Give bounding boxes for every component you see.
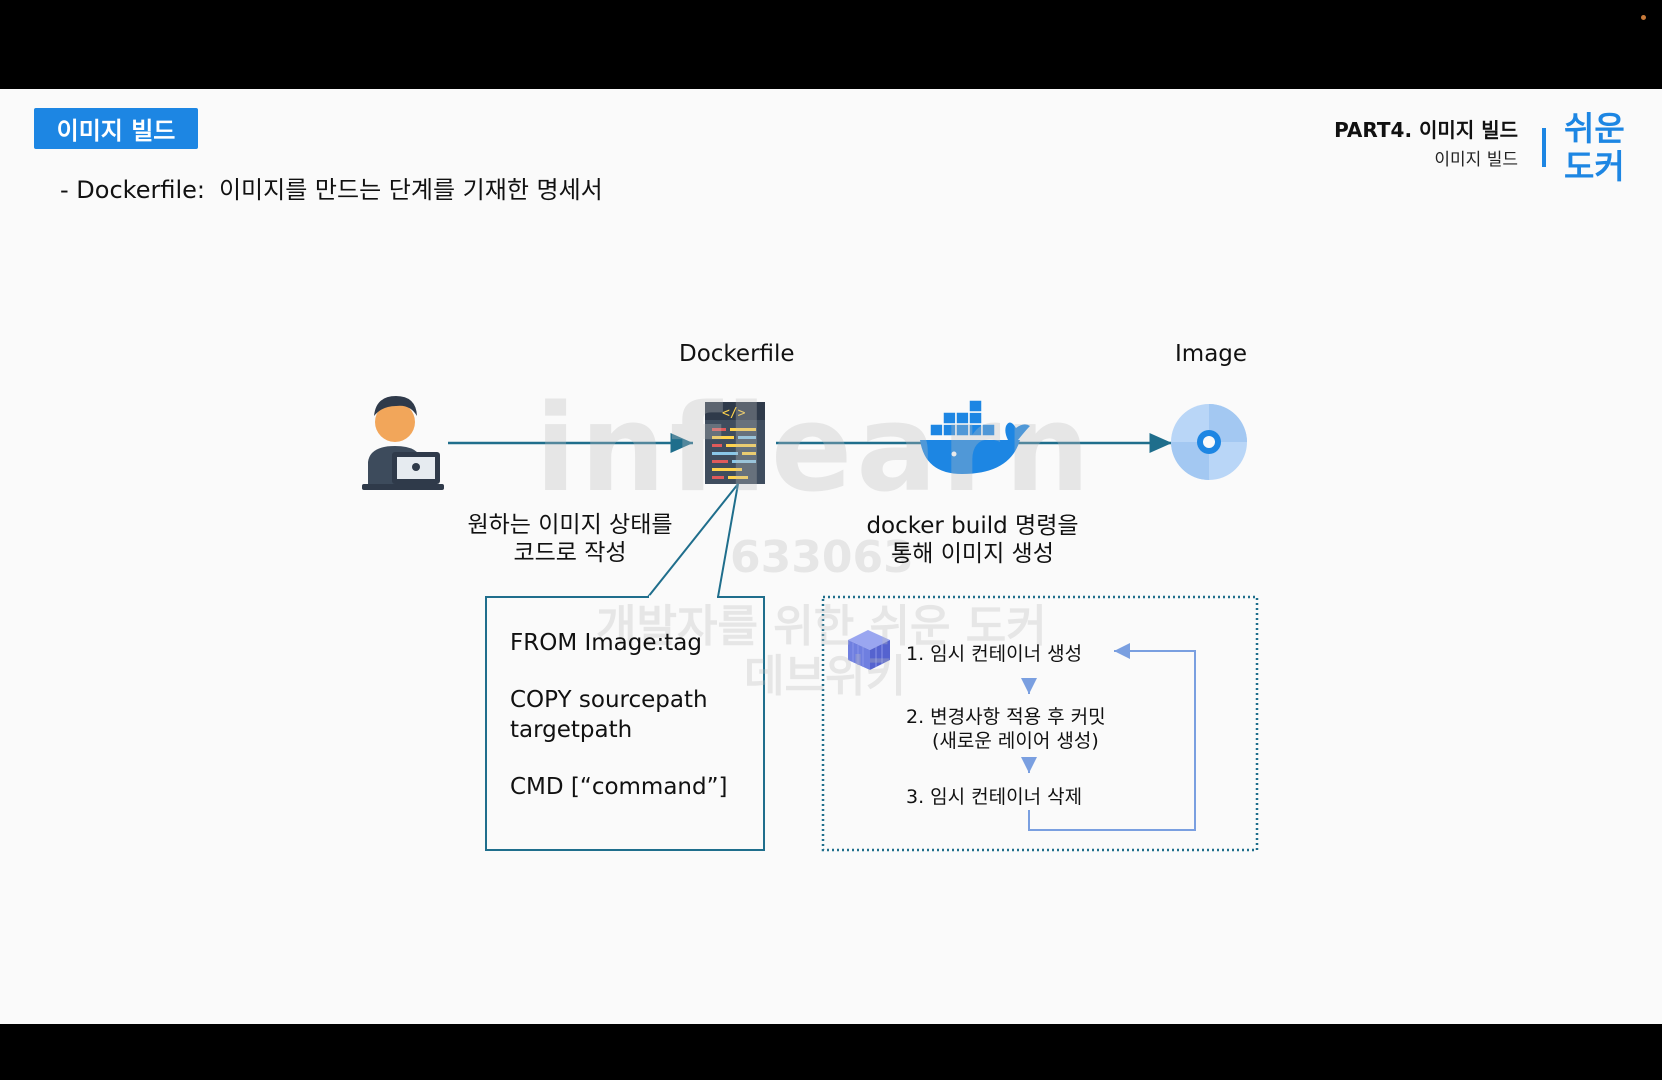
section-badge: 이미지 빌드	[34, 108, 198, 149]
code-from: FROM Image:tag	[510, 630, 702, 656]
top-letterbox	[0, 0, 1662, 89]
part-subtitle: 이미지 빌드	[1434, 150, 1518, 170]
slide-canvas	[0, 89, 1662, 1024]
svg-text:</>: </>	[722, 406, 746, 421]
loop-arrow	[1028, 643, 1196, 831]
recording-indicator	[1641, 15, 1646, 20]
subtitle-key: - Dockerfile:	[60, 176, 205, 204]
image-label: Image	[1175, 341, 1248, 367]
code-copy-2: targetpath	[510, 717, 633, 743]
dockerfile-code: FROM Image:tag COPY sourcepath targetpat…	[510, 628, 728, 802]
code-copy-1: COPY sourcepath	[510, 687, 708, 713]
logo-line1: 쉬운	[1564, 109, 1625, 148]
step-new-layer-note: (새로운 레이어 생성)	[932, 730, 1099, 752]
caption-docker-build: docker build 명령을 통해 이미지 생성	[850, 512, 1095, 568]
build-process-box	[821, 595, 1259, 852]
step-delete-temp-container: 3. 임시 컨테이너 삭제	[906, 786, 1083, 808]
dockerfile-icon: </>	[705, 402, 765, 484]
step-apply-and-commit: 2. 변경사항 적용 후 커밋	[906, 706, 1106, 728]
caption-left-line2: 코드로 작성	[513, 540, 627, 566]
callout-pointer	[647, 483, 739, 598]
step-create-temp-container: 1. 임시 컨테이너 생성	[906, 643, 1083, 665]
bottom-letterbox	[0, 1024, 1662, 1080]
header-divider	[1542, 128, 1546, 167]
part-title: PART4. 이미지 빌드	[1334, 118, 1518, 142]
docker-whale-icon	[920, 399, 1030, 474]
slide-subtitle: - Dockerfile: 이미지를 만드는 단계를 기재한 명세서	[60, 170, 603, 205]
caption-mid-line2: 통해 이미지 생성	[891, 541, 1054, 567]
container-icon	[848, 630, 890, 670]
caption-left-line1: 원하는 이미지 상태를	[467, 512, 673, 538]
dockerfile-label: Dockerfile	[679, 341, 795, 367]
caption-mid-line1: docker build 명령을	[866, 513, 1079, 539]
logo-line2: 도커	[1564, 147, 1625, 186]
developer-icon	[362, 396, 444, 490]
code-cmd: CMD [“command”]	[510, 774, 728, 800]
subtitle-description: 이미지를 만드는 단계를 기재한 명세서	[218, 176, 603, 204]
course-logo: 쉬운 도커	[1564, 110, 1638, 188]
image-disc-icon	[1171, 404, 1247, 480]
caption-write-code: 원하는 이미지 상태를 코드로 작성	[440, 511, 700, 567]
dockerfile-code-box	[485, 596, 765, 851]
